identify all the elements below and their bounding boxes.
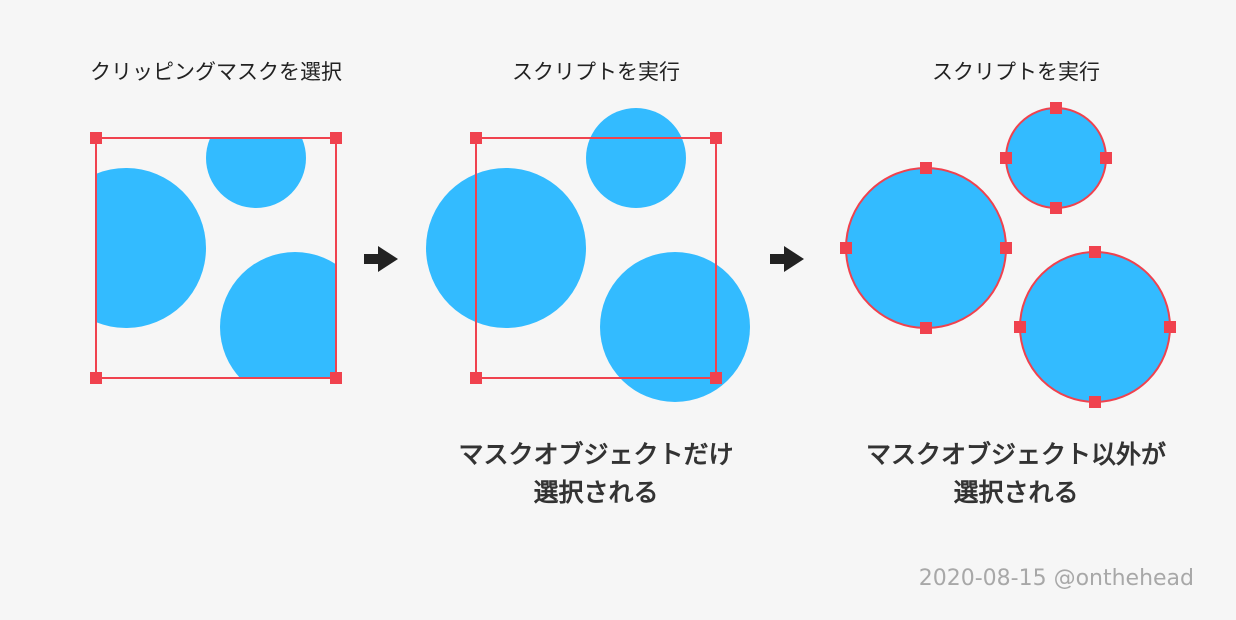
panel-2-note-line-1: マスクオブジェクトだけ: [458, 440, 734, 469]
circle-small: [586, 108, 686, 208]
circle-large: [426, 168, 586, 328]
panel-2-artwork: [426, 108, 750, 402]
panel-3-note-line-2: 選択される: [953, 478, 1079, 507]
panel-3-note: マスクオブジェクト以外が 選択される: [836, 436, 1196, 512]
mask-selection-box[interactable]: [95, 137, 337, 379]
circle-medium: [220, 252, 336, 378]
selection-handles[interactable]: [90, 132, 342, 384]
panel-3-note-line-1: マスクオブジェクト以外が: [865, 440, 1166, 469]
panel-3-artwork: [840, 102, 1176, 408]
panel-3-caption: スクリプトを実行: [932, 60, 1100, 84]
panel-1-caption: クリッピングマスクを選択: [90, 60, 342, 84]
circle-large: [96, 168, 206, 328]
panel-1-artwork: [90, 132, 342, 384]
arrow-right-icon: [770, 246, 804, 272]
panel-2-caption: スクリプトを実行: [512, 60, 680, 84]
selected-circle-medium[interactable]: [1019, 251, 1171, 403]
panel-2-note: マスクオブジェクトだけ 選択される: [416, 436, 776, 512]
panel-2-note-line-2: 選択される: [533, 478, 659, 507]
circle-medium: [600, 252, 750, 402]
arrow-right-icon: [364, 246, 398, 272]
credit-text: 2020-08-15 @onthehead: [918, 566, 1194, 591]
mask-selection-box[interactable]: [475, 137, 717, 379]
circle-small: [206, 138, 306, 208]
selected-circle-large[interactable]: [845, 167, 1007, 329]
selected-circle-small[interactable]: [1005, 107, 1107, 209]
anchor-handles[interactable]: [840, 102, 1176, 408]
selection-handles[interactable]: [470, 132, 722, 384]
